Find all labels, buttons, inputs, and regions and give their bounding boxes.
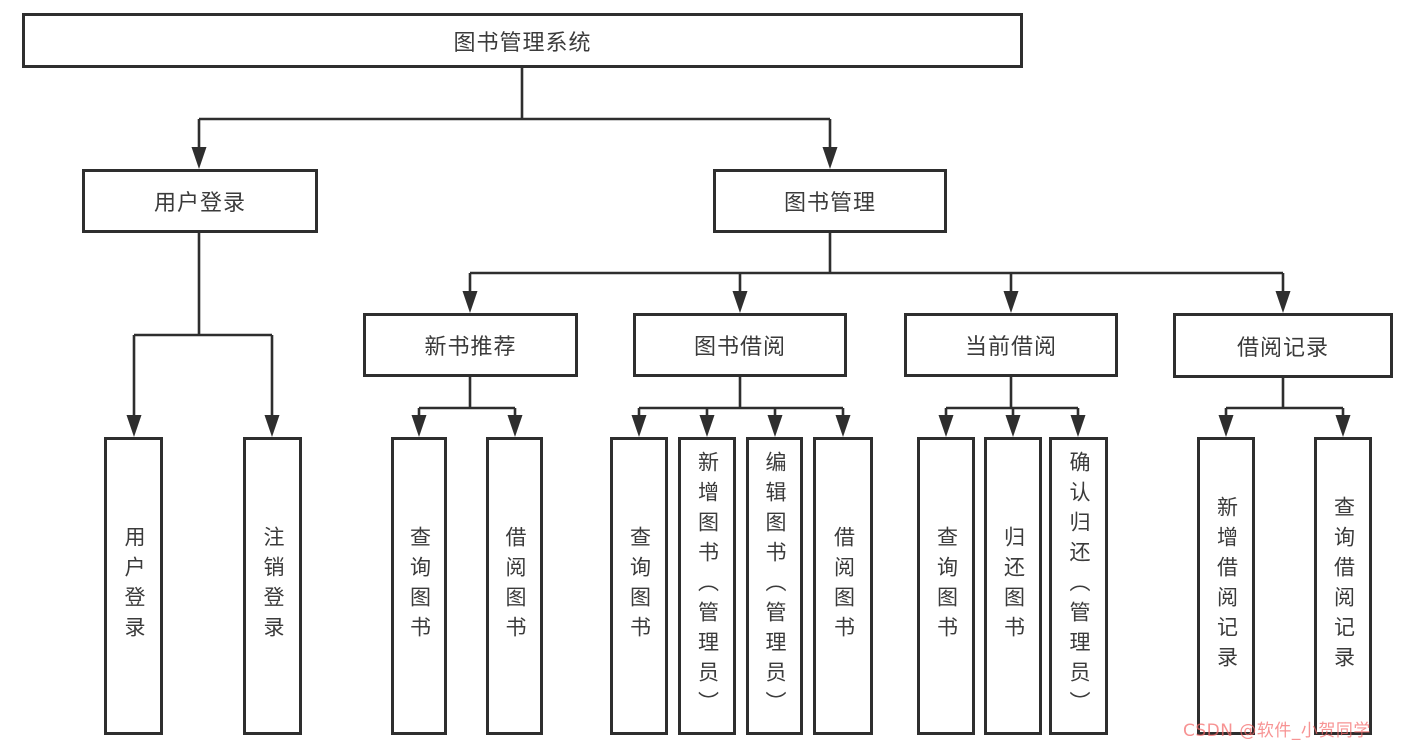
node-borrow-record-label: 借阅记录 bbox=[1236, 335, 1329, 361]
leaf-query-borrow-record: 查询借阅记录 bbox=[1314, 437, 1372, 735]
node-current-borrow: 当前借阅 bbox=[904, 313, 1118, 377]
node-user-login-label: 用户登录 bbox=[153, 191, 246, 216]
leaf-borrow-books-label: 借阅图书 bbox=[831, 526, 856, 646]
node-borrow-record: 借阅记录 bbox=[1173, 313, 1393, 378]
leaf-user-login-label: 用户登录 bbox=[122, 526, 146, 646]
csdn-watermark: CSDN @软件_小贺同学 bbox=[1183, 721, 1371, 741]
arrowhead-icons bbox=[126, 147, 1351, 437]
node-book-borrow: 图书借阅 bbox=[633, 313, 847, 377]
leaf-logout: 注销登录 bbox=[243, 437, 302, 735]
leaf-recommend-query-books-label: 查询图书 bbox=[407, 526, 432, 646]
node-book-management-label: 图书管理 bbox=[783, 191, 876, 216]
leaf-current-query-books: 查询图书 bbox=[917, 437, 975, 735]
leaf-add-borrow-record-label: 新增借阅记录 bbox=[1214, 496, 1239, 676]
node-book-management: 图书管理 bbox=[713, 169, 947, 233]
leaf-borrow-query-books: 查询图书 bbox=[610, 437, 668, 735]
leaf-add-books-admin: 新增图书（管理员） bbox=[678, 437, 736, 735]
leaf-edit-books-admin: 编辑图书（管理员） bbox=[746, 437, 803, 735]
node-new-book-recommend: 新书推荐 bbox=[363, 313, 578, 377]
node-current-borrow-label: 当前借阅 bbox=[964, 335, 1057, 360]
leaf-recommend-query-books: 查询图书 bbox=[391, 437, 447, 735]
node-user-login: 用户登录 bbox=[82, 169, 318, 233]
node-root-label: 图书管理系统 bbox=[453, 30, 592, 56]
leaf-confirm-return-admin-label: 确认归还（管理员） bbox=[1067, 451, 1091, 721]
leaf-confirm-return-admin: 确认归还（管理员） bbox=[1049, 437, 1108, 735]
leaf-return-books-label: 归还图书 bbox=[1001, 526, 1026, 646]
leaf-borrow-query-books-label: 查询图书 bbox=[627, 526, 652, 646]
leaf-add-borrow-record: 新增借阅记录 bbox=[1197, 437, 1255, 735]
node-book-borrow-label: 图书借阅 bbox=[693, 335, 786, 360]
leaf-current-query-books-label: 查询图书 bbox=[934, 526, 959, 646]
node-root: 图书管理系统 bbox=[22, 13, 1023, 68]
leaf-edit-books-admin-label: 编辑图书（管理员） bbox=[763, 451, 787, 721]
leaf-logout-label: 注销登录 bbox=[261, 526, 285, 646]
leaf-borrow-books: 借阅图书 bbox=[813, 437, 873, 735]
leaf-add-books-admin-label: 新增图书（管理员） bbox=[695, 451, 720, 721]
leaf-return-books: 归还图书 bbox=[984, 437, 1042, 735]
leaf-query-borrow-record-label: 查询借阅记录 bbox=[1331, 496, 1356, 676]
leaf-user-login: 用户登录 bbox=[104, 437, 163, 735]
node-new-book-recommend-label: 新书推荐 bbox=[424, 335, 517, 360]
leaf-recommend-borrow-books-label: 借阅图书 bbox=[503, 526, 527, 646]
leaf-recommend-borrow-books: 借阅图书 bbox=[486, 437, 543, 735]
